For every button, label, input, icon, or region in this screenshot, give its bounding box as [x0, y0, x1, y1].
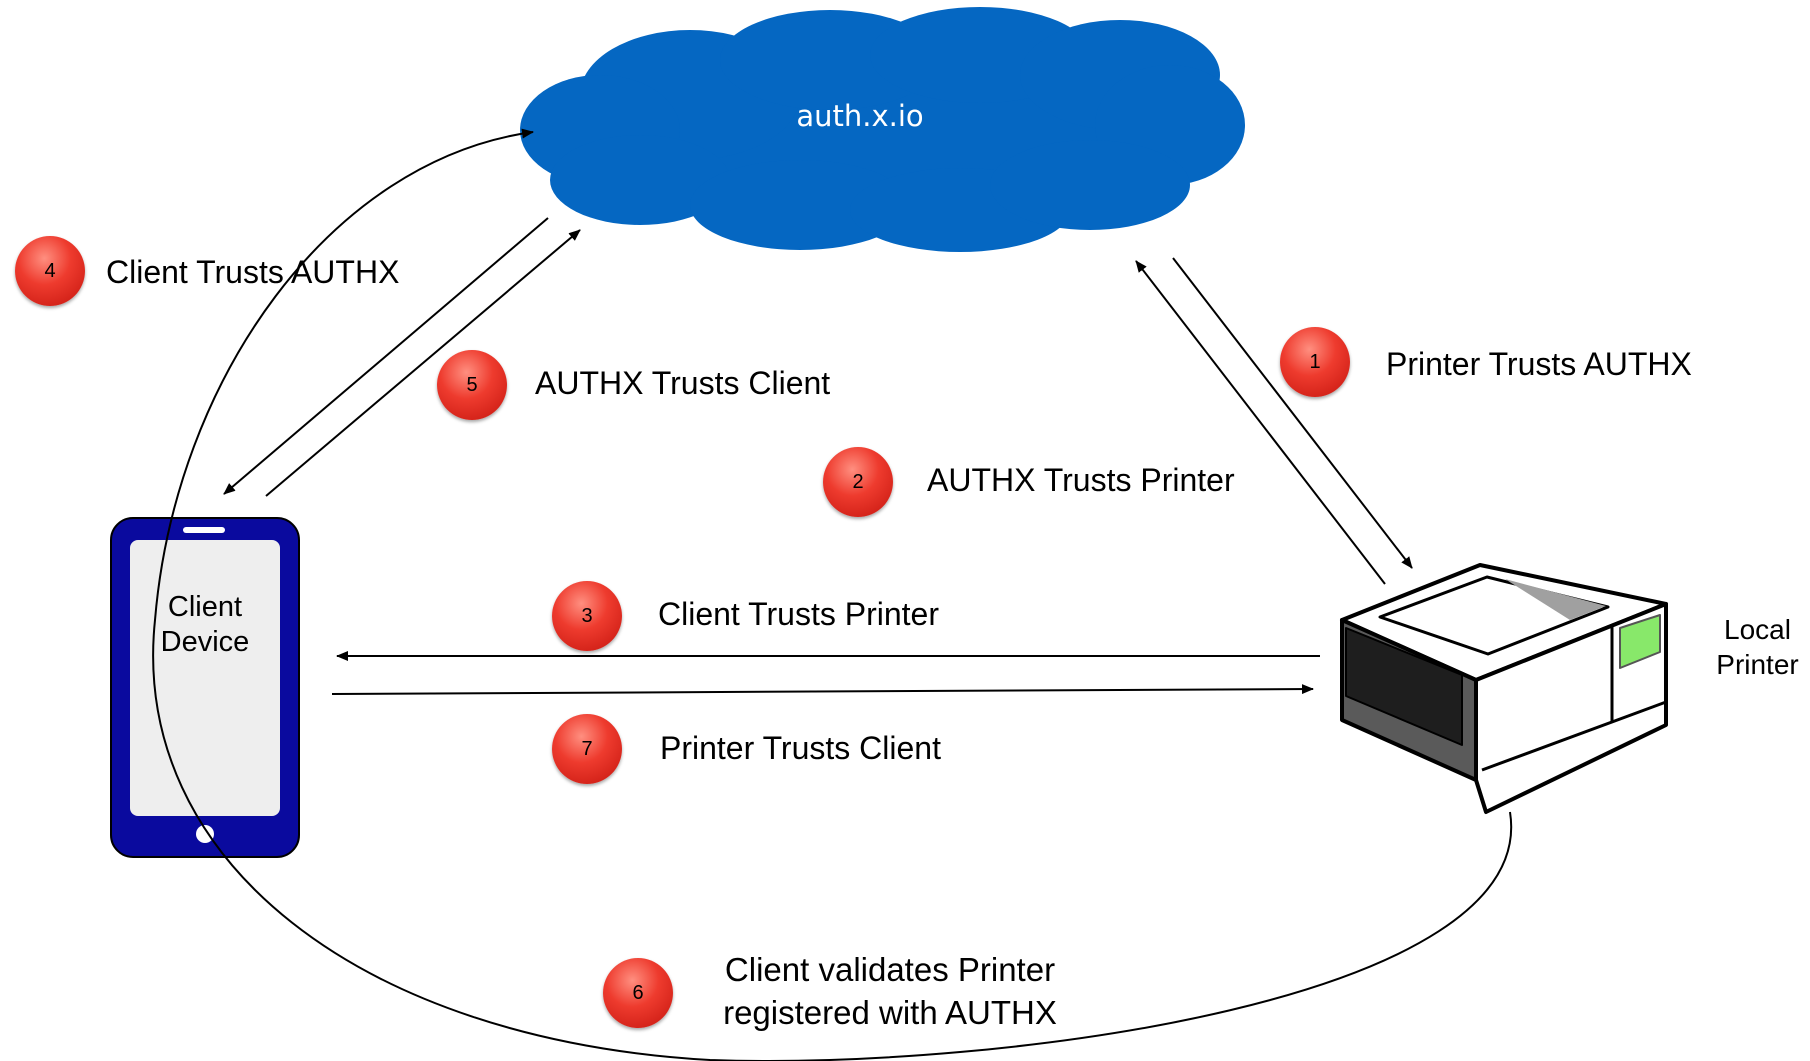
step-number-2: 2 — [852, 470, 864, 493]
arrow-cloud-to-printer — [1172, 257, 1413, 569]
step-label-6-line1: Client validates Printer — [724, 951, 1056, 988]
step-label-7: Printer Trusts Client — [660, 730, 941, 766]
printer-label-line2: Printer — [1716, 649, 1799, 680]
step-badge-4: 4 — [15, 236, 85, 306]
local-printer — [1340, 563, 1668, 814]
step-badge-7: 7 — [552, 714, 622, 784]
arrow-cloud-to-client — [223, 217, 549, 495]
step-label-4: Client Trusts AUTHX — [106, 254, 400, 290]
step-number-1: 1 — [1309, 350, 1321, 373]
step-number-6: 6 — [632, 981, 644, 1004]
arrow-client-to-cloud — [265, 229, 581, 497]
step-label-2: AUTHX Trusts Printer — [927, 462, 1235, 498]
client-device-label: Client Device — [140, 590, 270, 660]
client-device — [110, 517, 300, 858]
step-badge-6: 6 — [603, 958, 673, 1028]
step-number-4: 4 — [44, 259, 56, 282]
printer-label: Local Printer — [1690, 612, 1810, 682]
step-number-5: 5 — [466, 373, 478, 396]
client-device-label-line2: Device — [160, 626, 250, 658]
step-number-3: 3 — [581, 604, 593, 627]
arc-validation-path — [152, 128, 1513, 1061]
step-label-1: Printer Trusts AUTHX — [1386, 346, 1692, 382]
client-device-label-line1: Client — [167, 591, 243, 623]
step-badge-3: 3 — [552, 581, 622, 651]
arrow-client-to-printer — [331, 684, 1314, 695]
step-label-6: Client validates Printer registered with… — [680, 948, 1100, 1034]
step-label-3: Client Trusts Printer — [658, 596, 939, 632]
step-badge-1: 1 — [1280, 327, 1350, 397]
step-label-5: AUTHX Trusts Client — [535, 365, 831, 401]
auth-cloud — [520, 7, 1245, 252]
step-badge-5: 5 — [437, 350, 507, 420]
printer-label-line1: Local — [1724, 614, 1791, 645]
step-label-6-line2: registered with AUTHX — [723, 994, 1057, 1031]
step-badge-2: 2 — [823, 447, 893, 517]
arrow-printer-to-cloud — [1135, 260, 1386, 585]
cloud-label: auth.x.io — [796, 99, 924, 133]
step-number-7: 7 — [581, 737, 593, 760]
